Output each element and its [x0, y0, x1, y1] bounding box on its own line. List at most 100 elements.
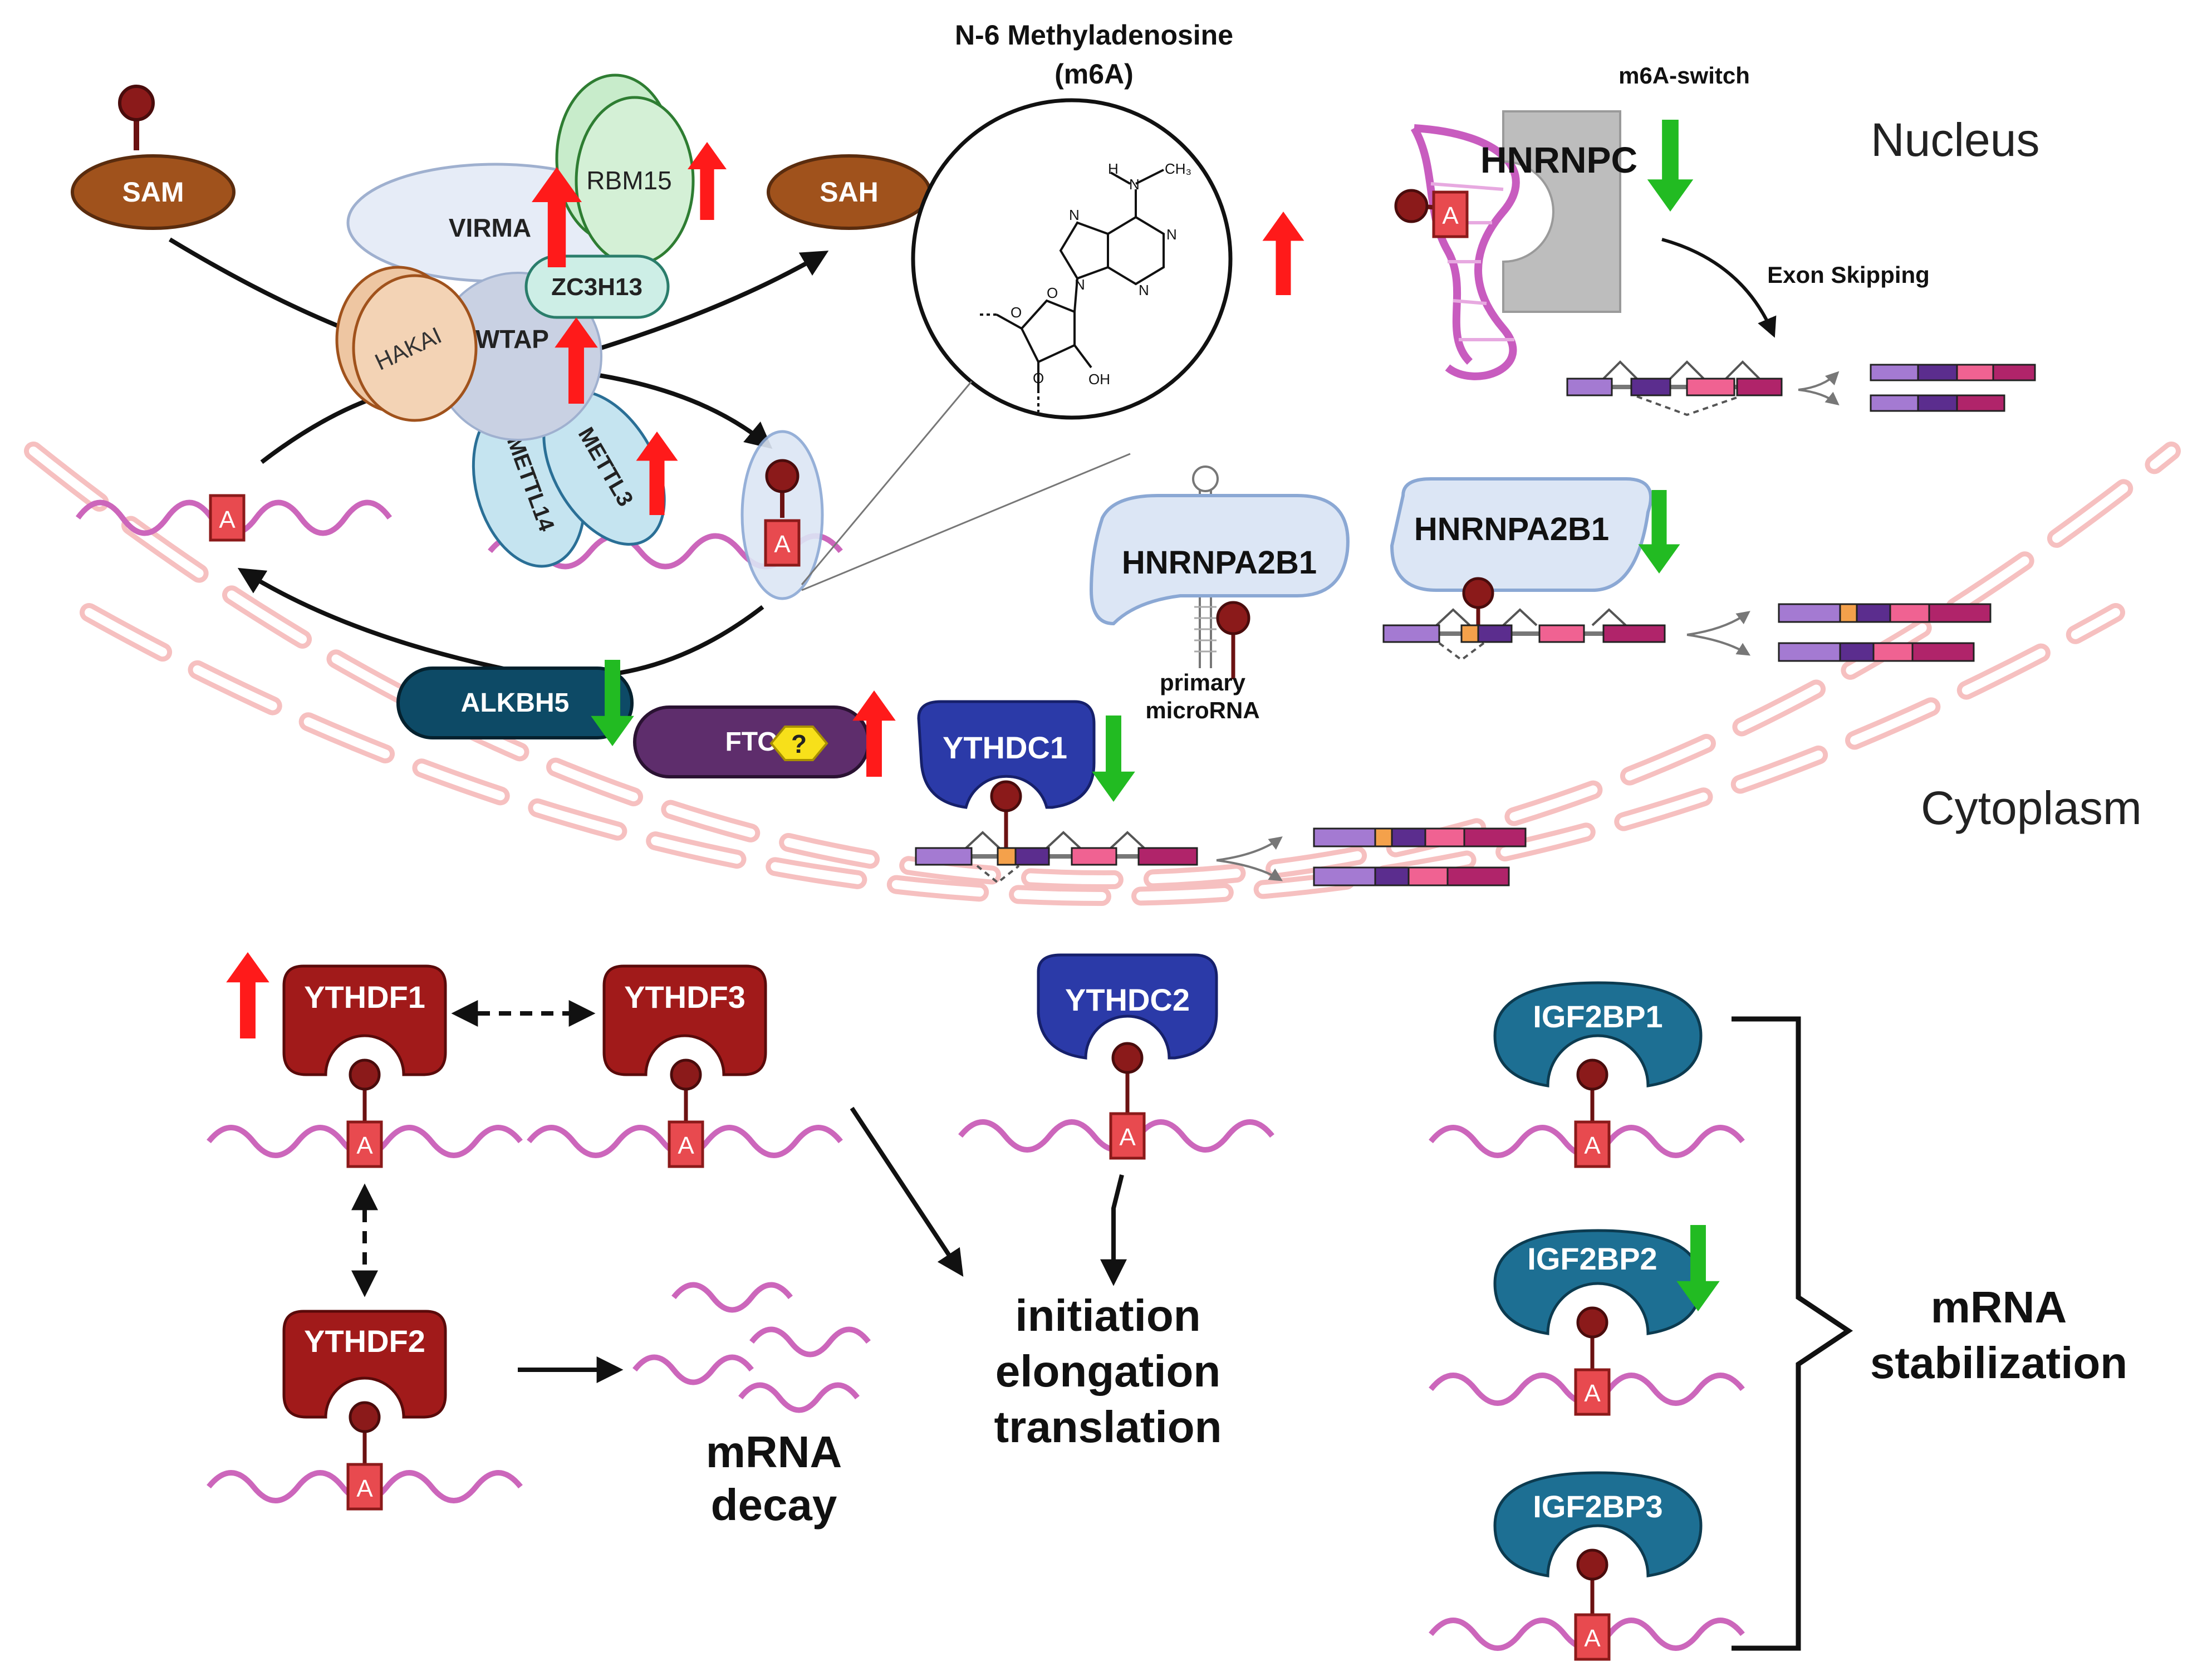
ythdc1-down-arrow-icon — [1092, 716, 1135, 802]
methyl-group-icon — [1462, 577, 1494, 609]
translation-label-2: elongation — [995, 1346, 1220, 1396]
svg-text:IGF2BP1: IGF2BP1 — [1533, 999, 1662, 1034]
mrna-stabilization-label-1: mRNA — [1931, 1282, 2067, 1332]
ythdf3-reader: YTHDF3 A — [527, 964, 843, 1168]
svg-text:ZC3H13: ZC3H13 — [551, 273, 642, 301]
stabilization-bracket — [1732, 1016, 1853, 1651]
svg-text:A: A — [356, 1132, 373, 1159]
methyl-group-icon — [349, 1059, 381, 1091]
translation-label-3: translation — [994, 1402, 1222, 1452]
methyl-group-icon — [765, 459, 800, 493]
svg-text:FTO: FTO — [725, 727, 778, 757]
methyl-group-icon — [1111, 1042, 1144, 1074]
ythdf1-reader: YTHDF1 A — [207, 952, 523, 1168]
hnrnpc-down-arrow-icon — [1647, 120, 1694, 212]
svg-text:A: A — [678, 1132, 694, 1159]
adenosine-box — [209, 494, 246, 542]
igf2bp3-reader: IGF2BP3 A — [1429, 1471, 1745, 1661]
svg-text:N: N — [1166, 226, 1177, 243]
mrna-decay-label: mRNA — [706, 1427, 842, 1477]
svg-text:YTHDC1: YTHDC1 — [943, 730, 1067, 765]
svg-text:A: A — [1584, 1132, 1601, 1159]
svg-text:A: A — [1119, 1124, 1136, 1151]
svg-text:YTHDF3: YTHDF3 — [624, 979, 745, 1015]
svg-text:CH₃: CH₃ — [1165, 160, 1191, 177]
methyl-group-icon — [1576, 1306, 1608, 1339]
nuclear-membrane — [24, 442, 2181, 906]
svg-text:N: N — [1129, 176, 1140, 193]
svg-text:A: A — [1584, 1625, 1601, 1652]
svg-text:N: N — [1139, 282, 1149, 298]
writer-complex: VIRMA RBM15 METTL14 METTL3 WTAP HAKAI ZC… — [335, 73, 727, 568]
igf2bp1-reader: IGF2BP1 A — [1429, 981, 1745, 1168]
svg-text:Exon Skipping: Exon Skipping — [1767, 262, 1930, 288]
methyl-group-icon — [1216, 601, 1250, 635]
ythdc2-reader: YTHDC2 A — [958, 953, 1274, 1160]
nucleus-label: Nucleus — [1871, 114, 2039, 166]
ythdc1-splicing-panel: YTHDC1 — [915, 700, 1527, 886]
hnrnpa2b1-microrna-panel: HNRNPA2B1 primary microRNA — [1089, 465, 1350, 723]
svg-text:IGF2BP3: IGF2BP3 — [1533, 1489, 1662, 1524]
exon-skipping-arrow — [1661, 238, 1777, 338]
svg-text:SAM: SAM — [122, 177, 184, 208]
eraser-fto: FTO ? — [633, 690, 896, 778]
demethylation-arrow — [237, 567, 764, 679]
sam-metabolite: SAM — [71, 85, 236, 230]
svg-text:YTHDC2: YTHDC2 — [1065, 982, 1190, 1017]
m6a-subtitle: (m6A) — [1054, 58, 1134, 90]
methyl-group-icon — [349, 1401, 381, 1433]
methyl-group-icon — [1576, 1059, 1608, 1091]
degraded-mrna-fragments-icon — [632, 1282, 871, 1413]
writer-to-m6a-arrow — [584, 371, 773, 449]
svg-text:SAH: SAH — [820, 177, 879, 208]
unmethylated-mrna: A — [75, 494, 393, 542]
svg-text:HNRNPC: HNRNPC — [1480, 139, 1637, 180]
svg-text:N: N — [1075, 276, 1085, 293]
methyl-group-icon — [670, 1059, 702, 1091]
svg-text:microRNA: microRNA — [1145, 697, 1259, 723]
svg-text:?: ? — [791, 729, 807, 758]
svg-text:A: A — [356, 1475, 373, 1502]
writer-to-sah-arrow — [572, 251, 829, 359]
svg-text:HNRNPA2B1: HNRNPA2B1 — [1122, 545, 1317, 581]
svg-text:O: O — [1047, 285, 1058, 301]
svg-text:m6A-switch: m6A-switch — [1618, 62, 1750, 89]
svg-text:OH: OH — [1088, 371, 1110, 388]
svg-text:ALKBH5: ALKBH5 — [461, 688, 570, 718]
hnrnpc-switch-panel: m6A-switch HNRNPC A Exon Skipping — [1394, 62, 2036, 416]
translation-label-1: initiation — [1015, 1291, 1200, 1340]
hnrnpa2b1-splicing-panel: HNRNPA2B1 — [1382, 477, 1992, 662]
ythdf3-translation-arrow — [850, 1106, 964, 1277]
methyl-group-icon — [118, 85, 155, 121]
methyl-group-icon — [1394, 189, 1429, 223]
methyl-group-icon — [1576, 1549, 1608, 1581]
svg-text:A: A — [219, 506, 236, 533]
eraser-alkbh5: ALKBH5 — [396, 660, 634, 746]
m6a-title: N-6 Methyladenosine — [955, 19, 1233, 51]
svg-text:H: H — [1108, 160, 1119, 177]
svg-text:VIRMA: VIRMA — [449, 213, 531, 242]
svg-text:O: O — [1033, 370, 1044, 386]
hakai-protein — [352, 274, 478, 422]
ythdc2-translation-arrow — [1100, 1174, 1127, 1286]
svg-text:WTAP: WTAP — [475, 325, 549, 354]
svg-text:YTHDF1: YTHDF1 — [304, 979, 425, 1015]
svg-text:HNRNPA2B1: HNRNPA2B1 — [1414, 511, 1609, 547]
ythdf1-up-arrow-icon — [226, 952, 269, 1038]
zc3h13-protein — [524, 254, 670, 319]
sah-metabolite: SAH — [767, 154, 931, 230]
m6a-up-arrow-icon — [1262, 212, 1304, 295]
svg-text:IGF2BP2: IGF2BP2 — [1527, 1241, 1657, 1276]
cytoplasm-label: Cytoplasm — [1921, 782, 2142, 834]
m6a-molecule — [980, 169, 1165, 412]
svg-text:YTHDF2: YTHDF2 — [304, 1324, 425, 1359]
svg-text:A: A — [1442, 202, 1459, 229]
hnrnpc-splicing-transcript — [1566, 360, 2036, 416]
svg-text:N: N — [1069, 207, 1080, 223]
unknown-hexagon-icon — [769, 726, 828, 761]
ythdf2-reader: YTHDF2 A — [207, 1310, 523, 1511]
methyl-group-icon — [990, 780, 1022, 812]
svg-text:primary: primary — [1160, 669, 1246, 695]
m6a-structure-panel: N-6 Methyladenosine (m6A) H N — [801, 19, 1304, 591]
